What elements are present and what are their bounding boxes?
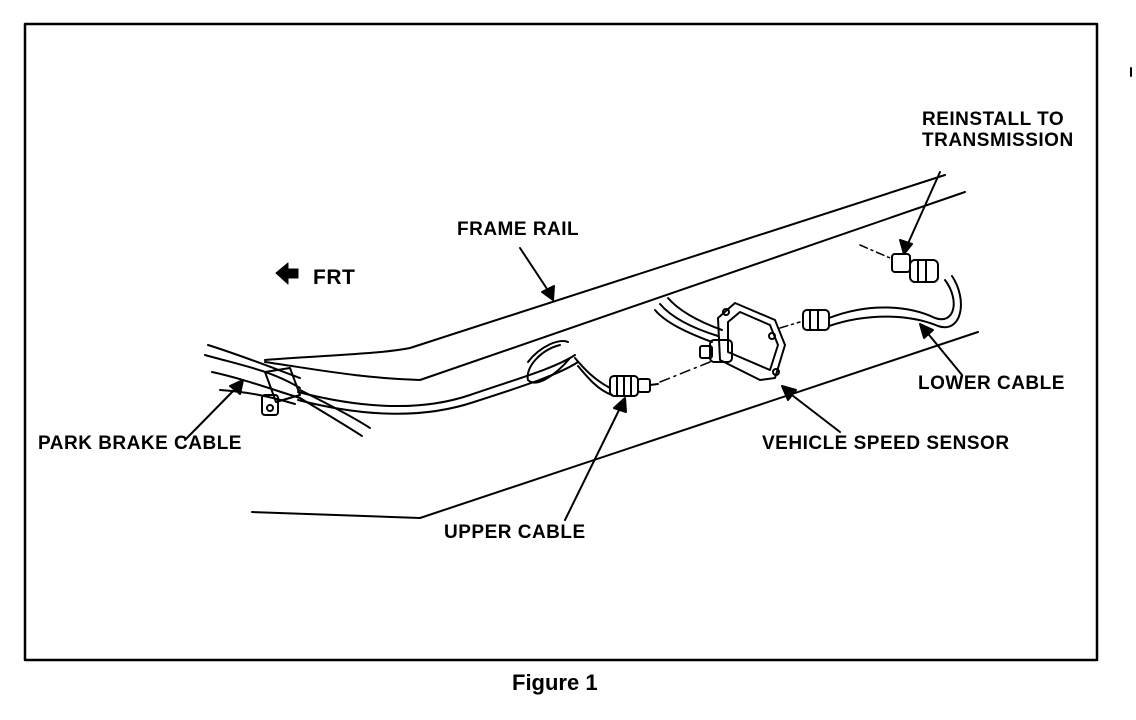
alignment-line [659, 361, 711, 383]
park-brake-cable-bundle [204, 344, 371, 437]
frame-rail-label: FRAME RAIL [457, 219, 580, 240]
upper-cable-label: UPPER CABLE [444, 522, 586, 543]
frt-label: FRT [313, 266, 356, 289]
upper-cable [297, 340, 659, 415]
alignment-line-2 [779, 321, 801, 329]
front-arrow-icon [275, 262, 299, 285]
frame-rail [251, 174, 979, 519]
vehicle-speed-sensor-label: VEHICLE SPEED SENSOR [762, 433, 1010, 454]
leader-lines [184, 171, 963, 521]
figure-caption: Figure 1 [512, 670, 598, 695]
lower-cable [802, 244, 962, 331]
lower-cable-label: LOWER CABLE [918, 373, 1065, 394]
figure-border [23, 22, 1099, 662]
park-brake-clamp [261, 367, 301, 416]
reinstall-label-line1: REINSTALL TO [922, 109, 1065, 130]
park-brake-cable-label: PARK BRAKE CABLE [38, 433, 242, 454]
reinstall-label-line2: TRANSMISSION [922, 130, 1074, 151]
vehicle-speed-sensor [654, 297, 786, 381]
